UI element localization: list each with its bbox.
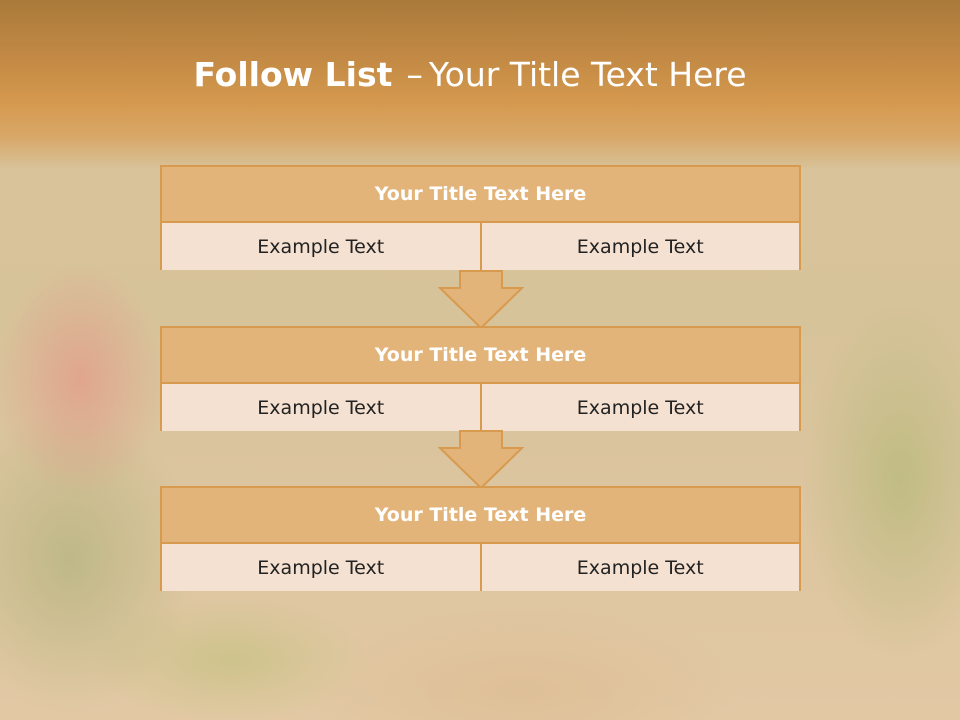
step-title-2: Your Title Text Here — [162, 328, 799, 384]
down-arrow-icon — [438, 430, 524, 490]
title-band — [0, 0, 960, 170]
step-2-left-text: Example Text — [162, 384, 482, 431]
step-title-3: Your Title Text Here — [162, 488, 799, 544]
step-box-2: Your Title Text Here Example Text Exampl… — [160, 326, 801, 431]
slide-title: Follow List–Your Title Text Here — [0, 55, 940, 94]
step-box-1: Your Title Text Here Example Text Exampl… — [160, 165, 801, 270]
down-arrow-icon — [438, 270, 524, 330]
step-3-left-text: Example Text — [162, 544, 482, 591]
step-3-right-text: Example Text — [481, 544, 799, 591]
title-bold-part: Follow List — [193, 55, 393, 94]
step-row-2: Example Text Example Text — [162, 384, 799, 431]
step-title-1: Your Title Text Here — [162, 167, 799, 223]
step-1-left-text: Example Text — [162, 223, 482, 270]
step-row-3: Example Text Example Text — [162, 544, 799, 591]
title-dash: – — [406, 55, 423, 94]
step-box-3: Your Title Text Here Example Text Exampl… — [160, 486, 801, 591]
step-1-right-text: Example Text — [481, 223, 799, 270]
step-2-right-text: Example Text — [481, 384, 799, 431]
step-row-1: Example Text Example Text — [162, 223, 799, 270]
title-rest: Your Title Text Here — [428, 55, 747, 94]
